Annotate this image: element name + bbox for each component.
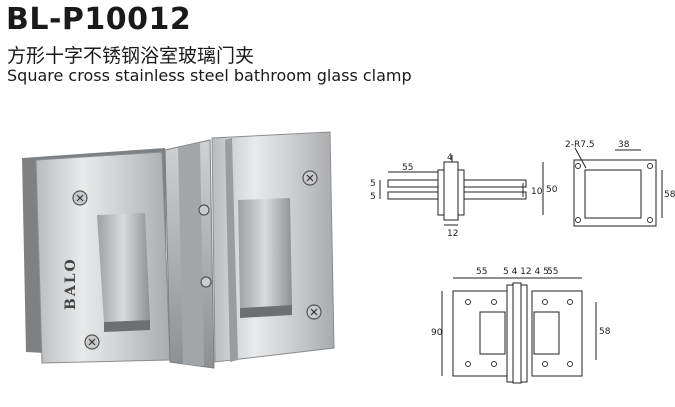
dim-front-right: 55 [547, 267, 558, 277]
dim-front-middle: 5 4 12 4 5 [503, 267, 549, 277]
dim-side-12: 12 [447, 229, 458, 239]
dim-side-55: 55 [402, 163, 413, 173]
dim-plate-radius: 2-R7.5 [565, 140, 595, 150]
dim-side-5a: 5 [370, 179, 376, 189]
product-name-chinese: 方形十字不锈钢浴室玻璃门夹 [7, 45, 255, 67]
product-name-english: Square cross stainless steel bathroom gl… [7, 66, 412, 85]
dim-front-inner: 58 [599, 327, 611, 337]
dim-plate-height: 58 [664, 190, 675, 200]
dim-plate-width: 38 [618, 140, 630, 150]
dim-side-4: 4 [447, 153, 453, 163]
dim-front-left: 55 [476, 267, 487, 277]
dim-side-5b: 5 [370, 192, 376, 202]
dim-side-10: 10 [531, 187, 543, 197]
brand-logo: BALO [63, 257, 79, 310]
dim-side-50: 50 [546, 185, 558, 195]
model-title: BL-P10012 [6, 2, 192, 37]
dim-front-height: 90 [431, 328, 443, 338]
